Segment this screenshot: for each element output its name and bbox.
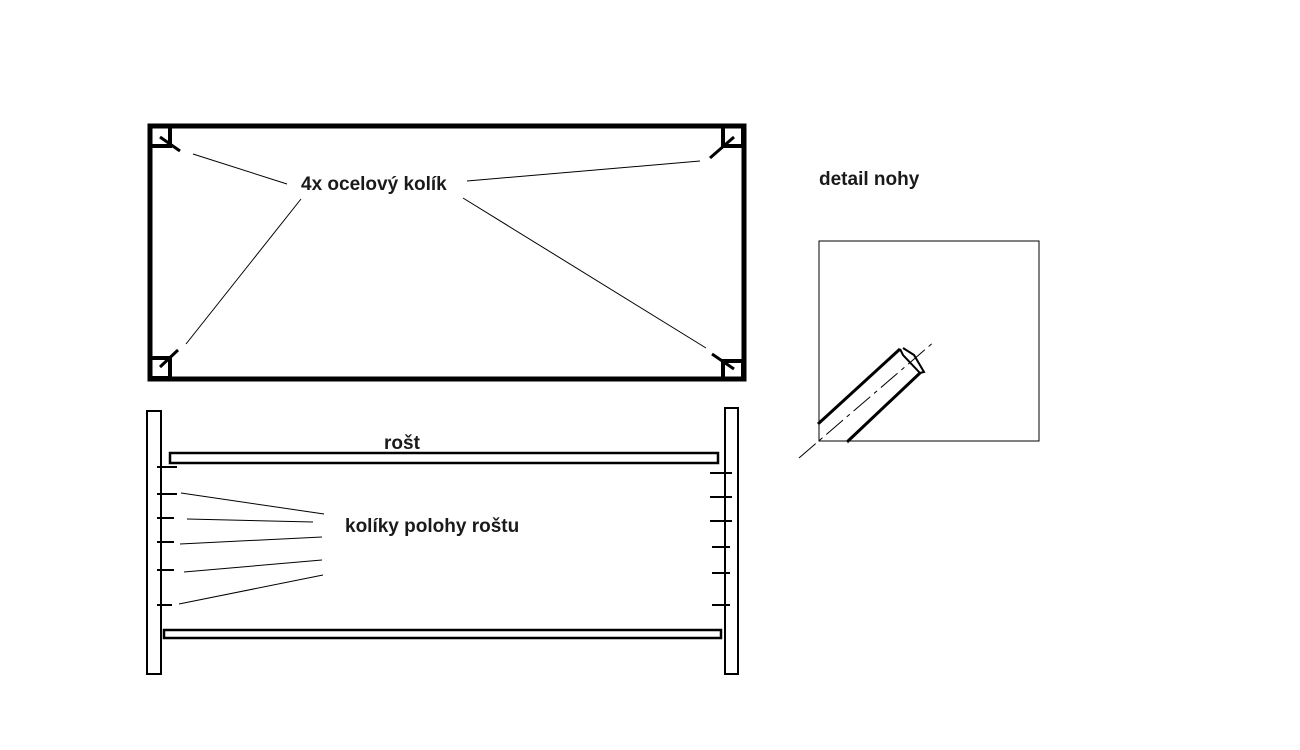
side-view: rošt kolíky polohy roštu [146, 407, 739, 675]
corner-leg-bottom-right [721, 359, 745, 381]
pin-end-face [899, 347, 926, 375]
grate-bar-top [168, 451, 720, 465]
leader-line [180, 492, 325, 515]
pin-edge [816, 347, 902, 426]
top-view-frame: 4x ocelový kolík [147, 123, 747, 382]
steel-pins-label: 4x ocelový kolík [301, 174, 447, 195]
pin-mark-top-right [709, 135, 735, 160]
grate-label: rošt [384, 433, 421, 454]
pin-edge [845, 371, 922, 444]
leg-detail-box [818, 240, 1040, 442]
pin-axis [798, 340, 936, 459]
corner-leg-bottom-left [148, 356, 172, 380]
leader-line [185, 198, 302, 345]
corner-leg-top-left [148, 124, 172, 148]
leader-line [192, 153, 288, 185]
leader-line [186, 518, 314, 523]
leader-line [178, 574, 324, 605]
leader-line [466, 160, 701, 182]
grate-bar-bottom [162, 628, 723, 640]
leg-detail: detail nohy [798, 169, 1040, 459]
leader-line [462, 197, 707, 349]
pin-mark-bottom-right [711, 352, 735, 371]
leader-line [183, 559, 323, 573]
corner-leg-top-right [721, 124, 745, 148]
side-post-right [724, 407, 739, 675]
leader-line [179, 536, 323, 545]
pin-mark-bottom-left [158, 348, 180, 369]
grate-position-pins-label: kolíky polohy roštu [345, 516, 519, 537]
frame-outline [147, 123, 747, 382]
leg-detail-label: detail nohy [819, 169, 920, 190]
pin-mark-top-left [159, 135, 181, 153]
